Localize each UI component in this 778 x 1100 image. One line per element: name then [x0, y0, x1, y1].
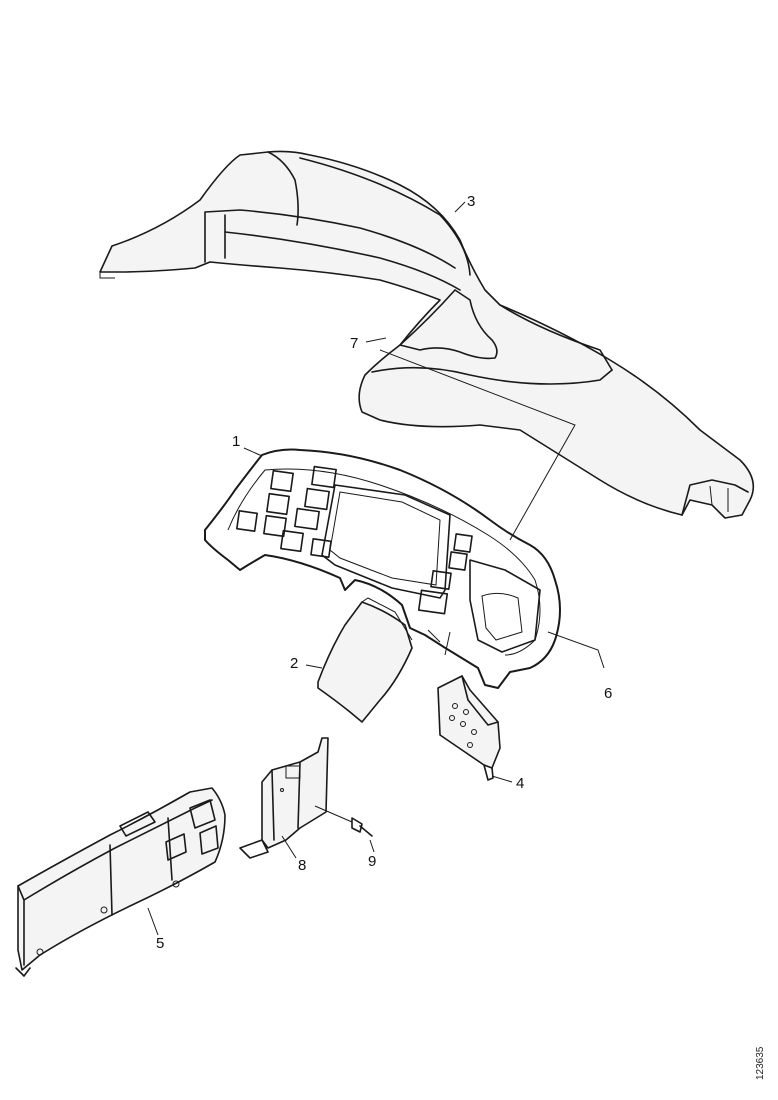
part-5-console-panel	[15, 787, 226, 977]
part-2-trim-flap	[317, 597, 413, 723]
leader-2	[305, 664, 323, 669]
callout-6: 6	[604, 685, 612, 702]
document-id: 123635	[755, 1046, 766, 1080]
callout-7: 7	[350, 335, 358, 352]
callout-9: 9	[368, 853, 376, 870]
callout-3: 3	[467, 193, 475, 210]
leader-7	[365, 337, 387, 343]
callout-8: 8	[298, 857, 306, 874]
leader-6	[547, 631, 605, 669]
callout-5: 5	[156, 935, 164, 952]
leader-3	[454, 201, 466, 213]
part-4-bracket	[437, 675, 513, 783]
part-8-angle-bracket	[239, 737, 329, 859]
callout-1: 1	[232, 433, 240, 450]
part-3-upper-cover	[99, 150, 755, 519]
callout-2: 2	[290, 655, 298, 672]
part-9-screw	[314, 805, 375, 853]
leader-1	[243, 447, 263, 457]
callout-4: 4	[516, 775, 524, 792]
part-1-instrument-panel	[204, 349, 576, 689]
